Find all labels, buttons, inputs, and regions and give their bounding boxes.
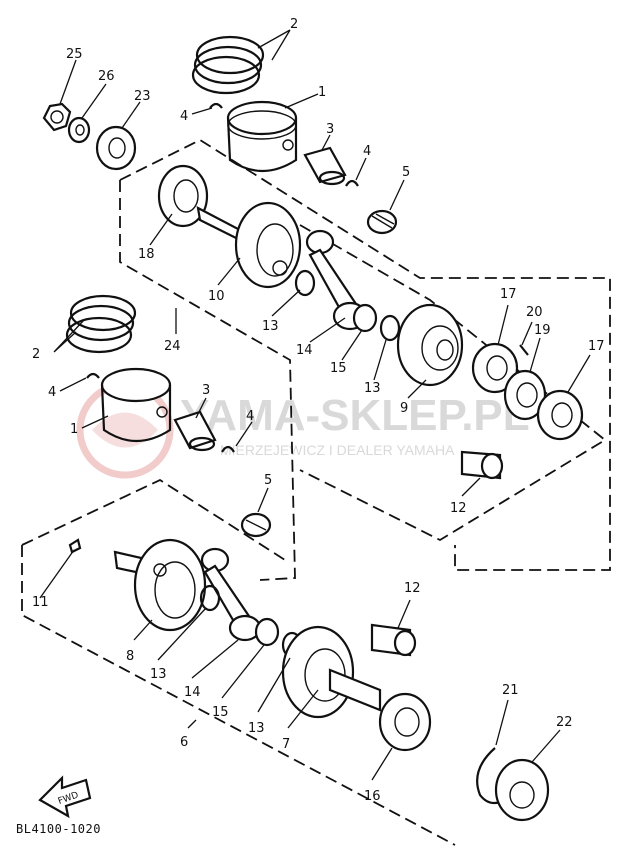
callout-20: 20 [526,305,543,320]
callout-2-upper: 2 [290,17,298,32]
callout-19: 19 [534,323,551,338]
washer-13-upper-b [379,314,401,342]
callout-11: 11 [32,595,49,610]
washer-26 [67,116,91,144]
piston-rings-lower [65,294,137,354]
callout-17-b: 17 [588,339,605,354]
callout-15-upper: 15 [330,361,347,376]
clip-lower-b [221,445,235,453]
needle-bearing-upper [366,209,398,235]
bearing-19 [503,369,547,421]
watermark-brand: YAMA-SKLEP.PL [180,391,530,440]
callout-22: 22 [556,715,573,730]
callout-17-a: 17 [500,287,517,302]
clip-upper-b [345,179,359,187]
callout-14-upper: 14 [296,343,313,358]
piston-pin-lower [173,410,217,452]
washer-13-upper-a [294,269,316,297]
upper-crank-outline [299,224,607,542]
bearing-18 [157,164,209,228]
callout-12-lower: 12 [404,581,421,596]
callout-1-lower: 1 [70,422,78,437]
piston-lower [100,367,172,442]
bearing-16 [378,692,432,752]
watermark-subtitle: MIERZEJEWICZ I DEALER YAMAHA [220,442,455,458]
clip-upper-a [209,102,223,109]
callout-3-upper: 3 [326,122,334,137]
callout-16: 16 [364,789,381,804]
callout-13-lower-b: 13 [248,721,265,736]
circlip-21 [476,747,506,805]
crank-half-7 [281,625,382,719]
callout-5-lower: 5 [264,473,272,488]
upper-assembly-outline [119,138,611,581]
callout-numbers: 2 25 26 23 1 4 3 4 5 18 10 13 24 14 15 1… [32,17,605,804]
callout-4-upper-b: 4 [363,144,371,159]
callout-21: 21 [502,683,519,698]
callout-25: 25 [66,47,83,62]
needle-bearing-12-lower [370,623,417,657]
connecting-rod-lower [200,547,262,642]
piston-rings-upper [191,35,265,95]
callout-13-upper-b: 13 [364,381,381,396]
callout-4-upper-a: 4 [180,109,188,124]
callout-9: 9 [400,401,408,416]
bearing-17-a [471,342,519,394]
lower-assembly-outline [21,478,456,846]
callout-1-upper: 1 [318,85,326,100]
needle-bearing-lower [240,512,272,538]
callout-26: 26 [98,69,115,84]
callout-4-lower-a: 4 [48,385,56,400]
oil-seal-22 [494,758,550,822]
callout-5-upper: 5 [402,165,410,180]
key-11 [68,538,82,554]
callout-7: 7 [282,737,290,752]
crank-half-9 [396,303,464,387]
callout-24: 24 [164,339,181,354]
callout-3-lower: 3 [202,383,210,398]
callout-18: 18 [138,247,155,262]
needle-bearing-15-lower [254,617,280,647]
callout-14-lower: 14 [184,685,201,700]
washer-13-lower-a [199,584,221,612]
fwd-arrow: FWD [38,775,92,819]
callout-13-lower-a: 13 [150,667,167,682]
clip-lower-a [86,372,100,379]
bearing-17-b [536,389,584,441]
piston-upper [226,100,298,172]
callout-15-lower: 15 [212,705,229,720]
needle-bearing-12-upper [460,450,504,480]
callout-13-upper-a: 13 [262,319,279,334]
crank-half-10 [196,201,302,289]
callout-4-lower-b: 4 [246,409,254,424]
nut-25 [42,102,72,132]
diagram-code: BL4100-1020 [16,822,101,836]
callout-6: 6 [180,735,188,750]
oil-seal-23 [95,125,137,171]
leader-lines [39,29,591,781]
watermark-logo-mark [92,412,158,448]
pin-20 [519,344,529,356]
watermark: YAMA-SKLEP.PL MIERZEJEWICZ I DEALER YAMA… [76,381,530,479]
needle-bearing-15-upper [352,303,378,333]
callout-2-lower: 2 [32,347,40,362]
callout-12-upper: 12 [450,501,467,516]
crank-half-8 [113,538,207,632]
callout-23: 23 [134,89,151,104]
callout-10: 10 [208,289,225,304]
piston-pin-upper [303,146,347,186]
callout-8: 8 [126,649,134,664]
